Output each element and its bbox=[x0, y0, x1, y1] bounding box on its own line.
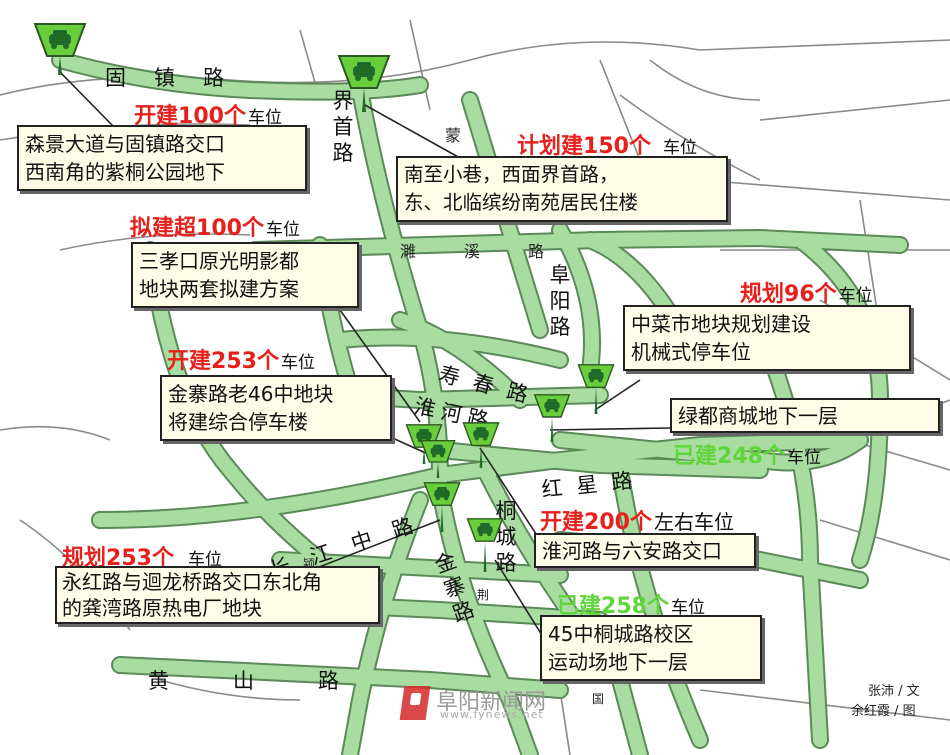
count-value: 100个 bbox=[178, 104, 246, 129]
count-huaihe: 开建200个左右车位 bbox=[540, 504, 734, 536]
count-xiaoxiang: 计划建150个车位 bbox=[517, 128, 697, 160]
count-unit: 车位 bbox=[280, 353, 315, 373]
count-value: 150个 bbox=[583, 134, 651, 159]
callout-zhongcai: 中菜市地块规划建设 机械式停车位 bbox=[623, 305, 911, 371]
callout-xiaoxiang: 南至小巷，西面界首路， 东、北临缤纷南苑居民住楼 bbox=[396, 156, 728, 222]
count-unit: 车位 bbox=[838, 286, 873, 306]
callout-line: 的龚湾路原热电厂地块 bbox=[62, 596, 262, 620]
parking-pin-icon[interactable] bbox=[462, 420, 500, 468]
count-unit: 车位 bbox=[187, 550, 222, 570]
parking-pin-icon[interactable] bbox=[420, 438, 456, 478]
road-label-meng: 蒙 bbox=[445, 126, 462, 145]
count-jinzhai46: 开建253个车位 bbox=[167, 343, 315, 375]
status-label: 已建 bbox=[557, 594, 602, 619]
road-label-guzhen: 固镇路 bbox=[105, 66, 252, 90]
callout-line: 金寨路老46中地块 bbox=[168, 382, 334, 406]
callout-line: 地块两套拟建方案 bbox=[139, 277, 299, 301]
status-label: 已建 bbox=[673, 444, 718, 469]
watermark-url: www.fynews.net bbox=[440, 708, 544, 721]
callout-line: 绿都商城地下一层 bbox=[678, 404, 838, 428]
parking-pin-icon[interactable] bbox=[466, 516, 504, 572]
status-label: 计划建 bbox=[517, 134, 584, 159]
callout-ludu: 绿都商城地下一层 bbox=[670, 398, 940, 433]
callout-line: 将建综合停车楼 bbox=[168, 410, 308, 434]
road-label-jieshou: 界首路 bbox=[332, 89, 354, 165]
count-value: 253个 bbox=[211, 349, 279, 374]
count-tongcheng45: 已建258个车位 bbox=[557, 588, 705, 620]
count-value: 96个 bbox=[784, 282, 837, 307]
status-label: 开建 bbox=[167, 349, 212, 374]
road-label-huangshan: 黄山路 bbox=[148, 669, 403, 693]
count-ludu: 已建248个车位 bbox=[673, 438, 821, 470]
callout-line: 东、北临缤纷南苑居民住楼 bbox=[404, 191, 639, 214]
road-label-tongcheng: 桐城路 bbox=[495, 499, 517, 575]
count-zhongcai: 规划96个车位 bbox=[740, 276, 873, 308]
parking-pin-icon[interactable] bbox=[33, 20, 87, 75]
count-senjing: 开建100个车位 bbox=[134, 98, 282, 130]
callout-line: 西南角的紫桐公园地下 bbox=[25, 160, 225, 184]
watermark-name: 阜阳新闻网 bbox=[436, 690, 547, 715]
callout-line: 运动场地下一层 bbox=[548, 650, 688, 674]
callout-line: 永红路与迴龙桥路交口东北角 bbox=[62, 570, 322, 594]
count-sanxiaokou: 拟建超100个车位 bbox=[130, 210, 300, 242]
count-unit: 车位 bbox=[247, 108, 282, 128]
credit-author: 张沛 / 文 bbox=[868, 684, 920, 699]
callout-line: 45中桐城路校区 bbox=[548, 622, 694, 646]
callout-senjing: 森景大道与固镇路交口 西南角的紫桐公园地下 bbox=[17, 125, 307, 191]
parking-pin-icon[interactable] bbox=[577, 362, 615, 414]
credit-illustrator: 余红霞 / 图 bbox=[851, 704, 916, 719]
parking-pin-icon[interactable] bbox=[337, 52, 391, 112]
count-unit: 车位 bbox=[265, 220, 300, 240]
status-label: 拟建超 bbox=[130, 216, 197, 241]
callout-tongcheng45: 45中桐城路校区 运动场地下一层 bbox=[540, 615, 762, 681]
fynews-logo-icon bbox=[399, 686, 431, 720]
callout-line: 南至小巷，西面界首路， bbox=[404, 163, 619, 186]
count-value: 248个 bbox=[717, 444, 785, 469]
count-unit: 车位 bbox=[786, 448, 821, 468]
road-label-jing: 荆 bbox=[477, 588, 490, 602]
parking-pin-icon[interactable] bbox=[533, 392, 571, 442]
callout-sanxiaokou: 三孝口原光明影都 地块两套拟建方案 bbox=[131, 242, 359, 308]
callout-line: 三孝口原光明影都 bbox=[139, 249, 299, 273]
road-label-weixi: 濉溪路 bbox=[400, 242, 593, 261]
callout-line: 淮河路与六安路交口 bbox=[542, 539, 722, 563]
count-value: 258个 bbox=[601, 594, 669, 619]
count-value: 200个 bbox=[584, 510, 652, 535]
parking-pin-icon[interactable] bbox=[423, 480, 461, 532]
road-label-fuyang: 阜阳路 bbox=[549, 263, 571, 339]
status-label: 开建 bbox=[134, 104, 179, 129]
status-label: 规划 bbox=[740, 282, 785, 307]
callout-line: 森景大道与固镇路交口 bbox=[25, 132, 225, 156]
count-unit: 左右车位 bbox=[653, 510, 734, 534]
callout-jinzhai46: 金寨路老46中地块 将建综合停车楼 bbox=[160, 375, 392, 441]
watermark: 阜阳新闻网 www.fynews.net bbox=[399, 686, 546, 726]
callout-line: 机械式停车位 bbox=[631, 340, 751, 364]
callout-line: 中菜市地块规划建设 bbox=[631, 312, 811, 336]
count-value: 100个 bbox=[196, 216, 264, 241]
callout-yonghong: 永红路与迴龙桥路交口东北角 的龚湾路原热电厂地块 bbox=[55, 566, 380, 624]
callout-huaihe: 淮河路与六安路交口 bbox=[534, 533, 756, 568]
count-unit: 车位 bbox=[662, 138, 697, 158]
status-label: 开建 bbox=[540, 510, 585, 535]
road-label-guo: 国 bbox=[592, 692, 605, 706]
count-unit: 车位 bbox=[670, 598, 705, 618]
